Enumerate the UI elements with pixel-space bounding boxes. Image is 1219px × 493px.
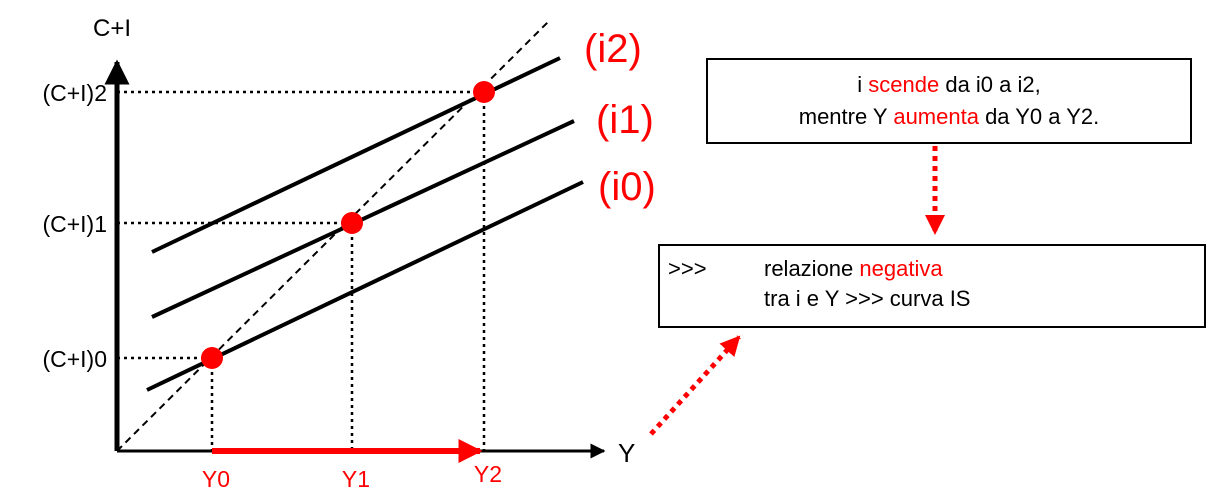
conclusion-line-2: tra i e Y >>> curva IS: [764, 286, 971, 311]
demand-curves: [146, 56, 584, 392]
income-label-2: Y2: [474, 461, 502, 487]
level-label-2: (C+I)2: [42, 80, 107, 106]
explanation-line-2: mentre Y aumenta da Y0 a Y2.: [798, 104, 1100, 129]
conclusion-box: >>> relazione negativa tra i e Y >>> cur…: [658, 244, 1206, 328]
explanation-box-top: i scende da i0 a i2, mentre Y aumenta da…: [706, 58, 1192, 144]
level-label-1: (C+I)1: [42, 211, 107, 237]
equilibrium-point-0: [201, 347, 223, 369]
explanation-line-1: i scende da i0 a i2,: [857, 72, 1041, 97]
curve-i1: [151, 119, 575, 319]
equilibrium-point-2: [473, 81, 495, 103]
level-label-0: (C+I)0: [42, 346, 107, 372]
curve-label-i0: (i0): [598, 165, 656, 209]
keyword-scende: scende: [868, 72, 940, 97]
income-label-0: Y0: [202, 466, 230, 492]
keyword-negativa: negativa: [859, 256, 943, 281]
curve-label-i2: (i2): [584, 27, 642, 71]
income-label-1: Y1: [342, 466, 370, 492]
conclusion-prefix: >>>: [668, 256, 707, 281]
guide-lines: [117, 90, 486, 451]
x-axis-label: Y: [618, 438, 635, 468]
keyword-aumenta: aumenta: [893, 104, 979, 129]
curve-label-i1: (i1): [596, 98, 654, 142]
y-axis-label: C+I: [93, 15, 131, 42]
connector-arrow-diagonal: [649, 335, 741, 436]
equilibrium-point-1: [341, 212, 363, 234]
conclusion-line-1: >>> relazione negativa: [660, 254, 1204, 284]
